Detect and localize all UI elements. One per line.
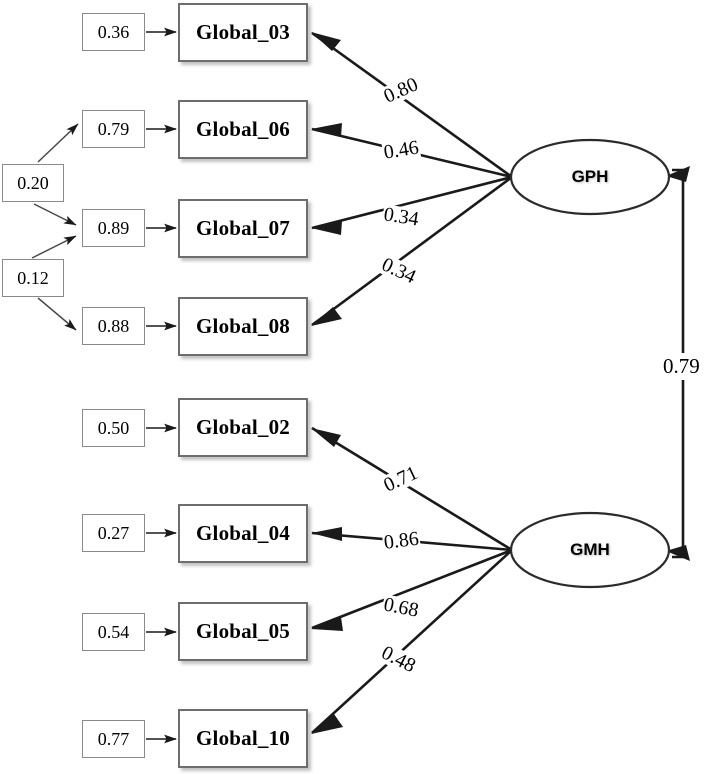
indicator-box-global_02[interactable]: Global_02 [178, 398, 308, 457]
error-value-global_04: 0.27 [97, 522, 130, 543]
indicator-box-global_06[interactable]: Global_06 [178, 100, 308, 159]
indicator-box-global_04[interactable]: Global_04 [178, 504, 308, 563]
error-box-global_02[interactable]: 0.50 [82, 409, 145, 447]
latent-label-gmh: GMH [550, 540, 630, 560]
loading-label-gph-global_07: 0.34 [381, 203, 422, 231]
arrowhead-gmh-global_02 [311, 428, 341, 447]
error-value-global_02: 0.50 [97, 417, 130, 438]
cov-arrow-012-to-global_07 [31, 235, 77, 259]
latent-text-gmh: GMH [570, 540, 610, 559]
error-box-global_06[interactable]: 0.79 [82, 110, 145, 148]
arrowhead-gmh-global_04 [311, 527, 342, 541]
factor-correlation-label: 0.79 [661, 353, 702, 380]
error-box-global_10[interactable]: 0.77 [82, 720, 145, 758]
indicator-box-global_10[interactable]: Global_10 [178, 709, 308, 768]
gph-loading-arrowheads [311, 33, 360, 211]
loading-path-gmh-global_02 [311, 426, 513, 552]
arrowhead-gph-global_07 [311, 221, 342, 235]
latent-text-gph: GPH [571, 167, 609, 186]
indicator-label-global_05: Global_05 [196, 619, 290, 643]
arrowhead-gph-global_08 [311, 307, 342, 326]
error-box-global_05[interactable]: 0.54 [82, 613, 145, 651]
latent-label-gph: GPH [550, 167, 630, 187]
covariance-value-020: 0.20 [17, 172, 49, 193]
indicator-label-global_02: Global_02 [196, 415, 290, 439]
error-box-global_07[interactable]: 0.89 [82, 209, 145, 247]
arrowhead-corr-top [666, 166, 690, 182]
cov-arrow-020-to-global_06 [37, 123, 79, 163]
cov-arrow-020-to-global_07 [33, 203, 77, 226]
latent-ellipse-gph[interactable] [509, 138, 671, 216]
error-value-global_08: 0.88 [97, 315, 130, 336]
indicator-label-global_10: Global_10 [196, 726, 290, 750]
error-value-global_03: 0.36 [97, 21, 130, 42]
error-value-global_05: 0.54 [97, 621, 130, 642]
indicator-box-global_05[interactable]: Global_05 [178, 602, 308, 661]
indicator-label-global_04: Global_04 [196, 521, 290, 545]
covariance-box-012[interactable]: 0.12 [2, 259, 64, 297]
error-box-global_08[interactable]: 0.88 [82, 307, 145, 345]
loading-path-gmh-global_05 [311, 548, 513, 630]
indicator-box-global_03[interactable]: Global_03 [178, 3, 308, 62]
latent-ellipse-gmh[interactable] [509, 511, 671, 589]
loading-path-gph-global_03 [311, 31, 513, 179]
arrowhead-gmh-global_10 [311, 714, 343, 734]
indicator-box-global_07[interactable]: Global_07 [178, 199, 308, 258]
error-value-global_07: 0.89 [97, 217, 130, 238]
latent-ellipses [509, 138, 671, 589]
indicator-box-global_08[interactable]: Global_08 [178, 297, 308, 356]
covariance-value-012: 0.12 [17, 267, 49, 288]
factor-correlation-arrowheads [666, 166, 690, 561]
loading-path-gph-global_07 [311, 175, 513, 230]
loading-path-gmh-global_10 [311, 549, 513, 734]
covariance-arrows [31, 123, 79, 331]
arrowhead-gph-global_03 [311, 32, 341, 51]
indicator-label-global_06: Global_06 [196, 117, 290, 141]
error-box-global_04[interactable]: 0.27 [82, 514, 145, 552]
error-value-global_10: 0.77 [97, 728, 130, 749]
covariance-box-020[interactable]: 0.20 [2, 164, 64, 202]
cov-arrow-012-to-global_08 [37, 297, 77, 331]
indicator-label-global_03: Global_03 [196, 20, 290, 44]
loading-arrowheads [311, 32, 343, 734]
indicator-label-global_08: Global_08 [196, 314, 290, 338]
loading-path-gph-global_08 [311, 175, 513, 327]
error-arrows [146, 27, 177, 744]
arrowhead-gmh-global_05 [311, 617, 343, 631]
loading-label-gph-global_06: 0.46 [381, 136, 422, 164]
loading-label-gmh-global_04: 0.86 [381, 527, 421, 554]
error-value-global_06: 0.79 [97, 118, 130, 139]
indicator-label-global_07: Global_07 [196, 216, 290, 240]
arrowhead-corr-bottom [666, 545, 690, 561]
error-box-global_03[interactable]: 0.36 [82, 13, 145, 51]
arrowhead-gph-global_06 [311, 123, 342, 137]
